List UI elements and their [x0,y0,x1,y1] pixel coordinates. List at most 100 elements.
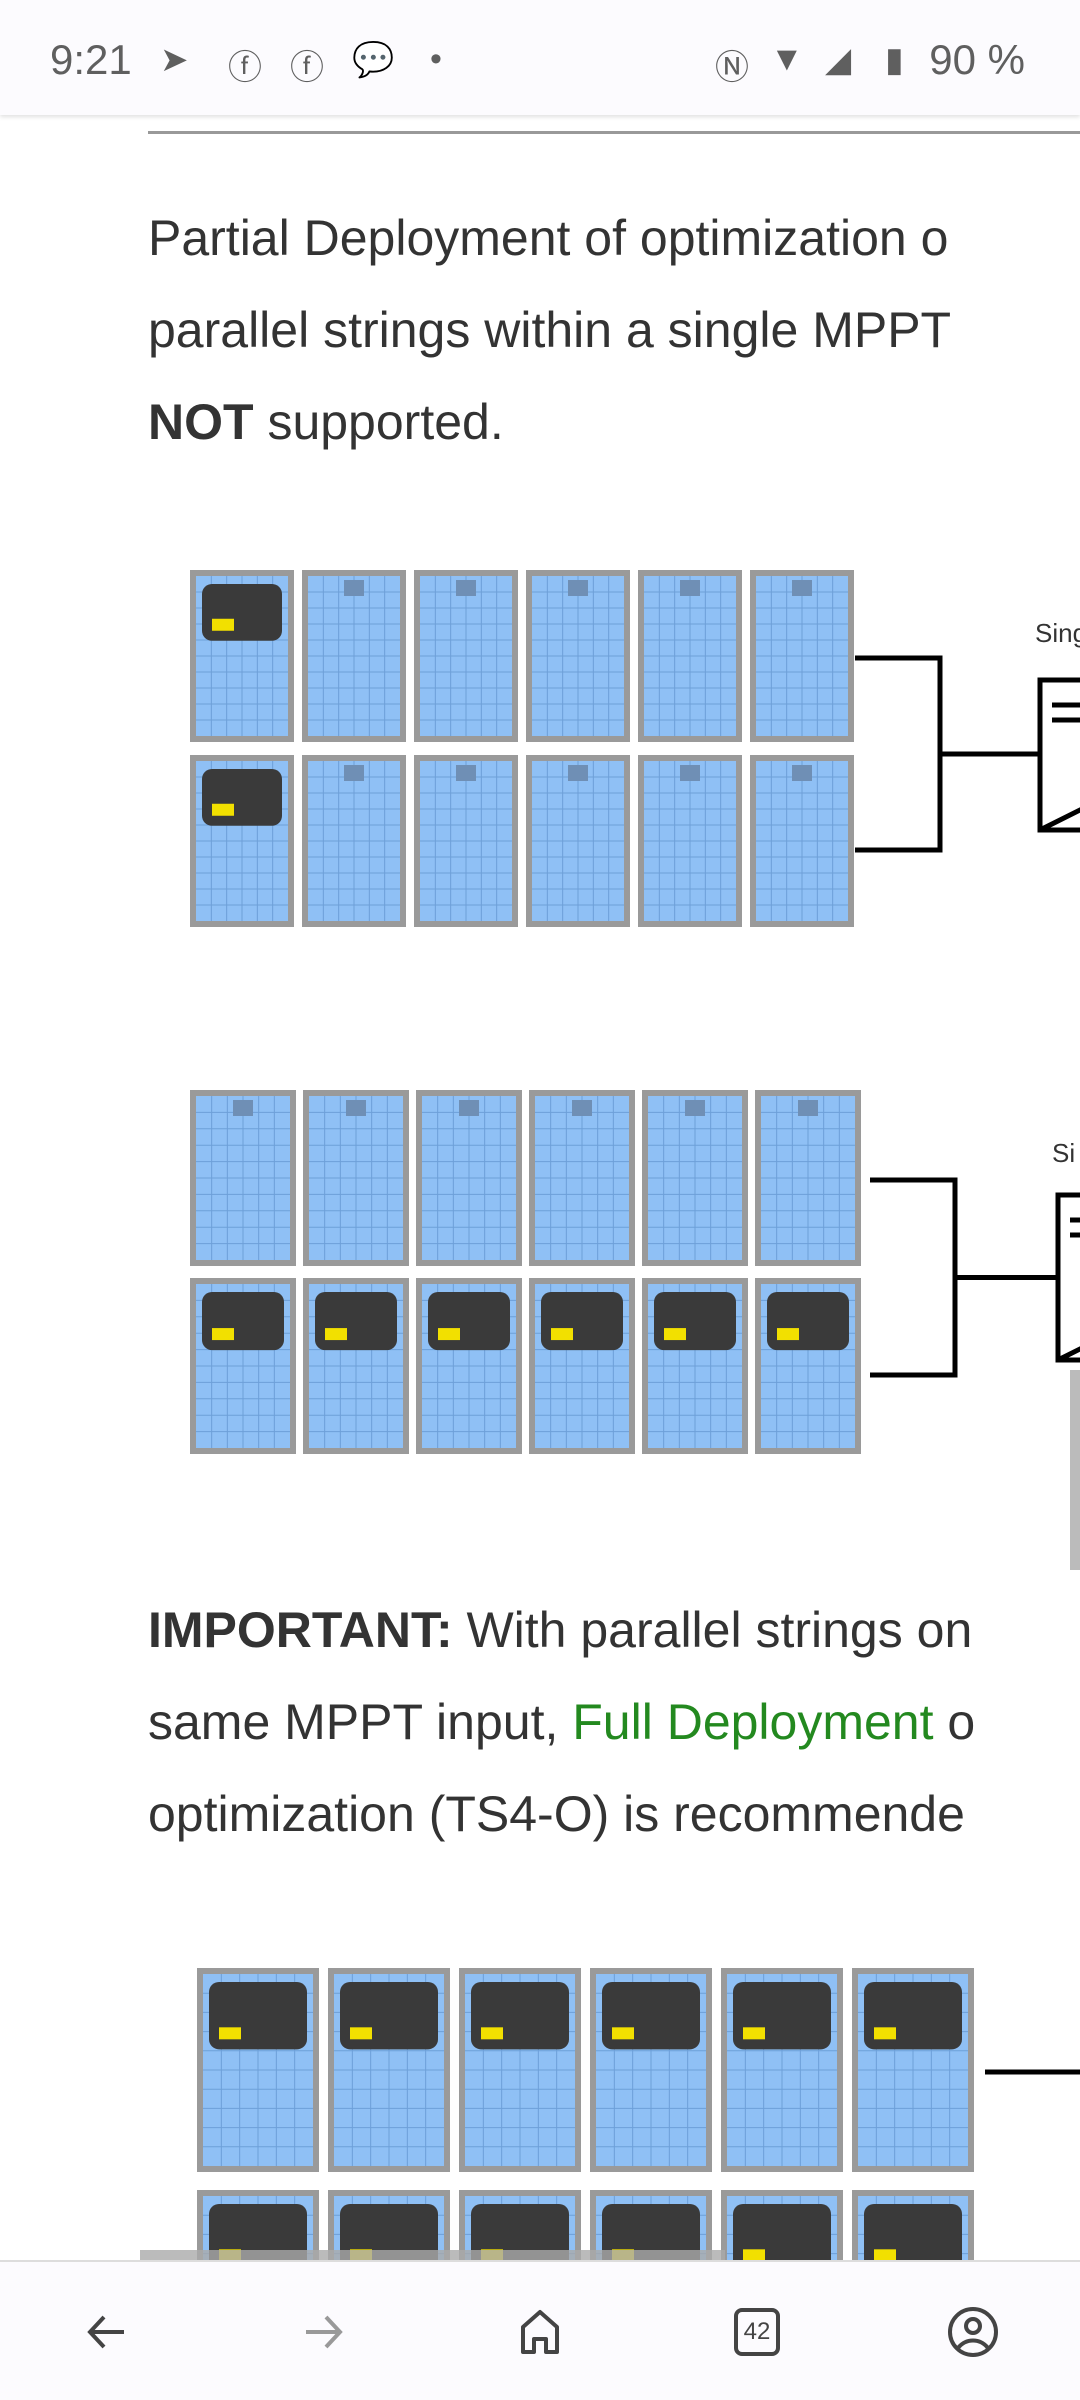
junction-box [568,765,588,781]
dot-icon: • [430,40,442,78]
optimizer-led [612,2027,634,2040]
text-line: parallel strings within a single MPPT [148,302,952,358]
optimizer-led [212,803,234,816]
optimizer-led [438,1328,460,1341]
junction-box [568,580,588,596]
solar-panel [414,755,518,927]
junction-box [344,580,364,596]
text-span: same MPPT input, [148,1694,573,1750]
junction-box [798,1100,818,1116]
facebook-icon: ⓕ [228,49,262,87]
divider [148,131,1080,134]
junction-box [572,1100,592,1116]
optimizer-led [212,1328,234,1341]
junction-box [346,1100,366,1116]
solar-panel [526,570,630,742]
solar-panel [638,570,742,742]
home-icon [521,2310,559,2354]
optimizer-led [874,2027,896,2040]
back-button[interactable] [67,2292,147,2372]
text-line: IMPORTANT: With parallel strings on [148,1584,975,1676]
solar-panel [642,1278,748,1454]
solar-panel [190,755,294,927]
junction-box [680,580,700,596]
facebook-icon: ⓕ [290,49,324,87]
full-deployment-link[interactable]: Full Deployment [572,1694,934,1750]
junction-box [233,1100,253,1116]
junction-box [792,765,812,781]
solar-panel [416,1278,522,1454]
optimizer-led [350,2027,372,2040]
account-button[interactable] [933,2292,1013,2372]
text-span: supported. [253,394,504,450]
nfc-icon: Ⓝ [715,49,749,87]
solar-panel [721,1968,843,2172]
signal-icon: ◢ [825,41,852,79]
arrow-left-icon [87,2315,124,2349]
solar-panel [459,1968,581,2172]
junction-box [459,1100,479,1116]
messenger-icon: 💬 [352,41,395,79]
telegram-icon: ➤ [160,41,189,79]
optimizer-led [743,2027,765,2040]
junction-box [344,765,364,781]
solar-panel [416,1090,522,1266]
solar-panel [190,1278,296,1454]
optimizer-led [777,1328,799,1341]
text-span: o [933,1694,976,1750]
wifi-icon: ▼ [770,40,804,78]
solar-panel [414,570,518,742]
diagram-svg [190,570,1080,927]
solar-panel [303,1090,409,1266]
solar-panel [852,1968,974,2172]
optimizer-led [325,1328,347,1341]
optimizer-led [664,1328,686,1341]
solar-panel [590,1968,712,2172]
optimizer-led [212,618,234,631]
text-span: With parallel strings on [452,1602,973,1658]
solar-panel [755,1090,861,1266]
bold-not: NOT [148,394,254,450]
solar-panel [529,1278,635,1454]
solar-panel [750,755,854,927]
junction-box [456,765,476,781]
text-line: Partial Deployment of optimization o [148,210,949,266]
battery-icon: ▮ [885,41,904,79]
paragraph-partial-deployment: Partial Deployment of optimization o par… [148,192,951,468]
home-button[interactable] [500,2292,580,2372]
solar-panel [328,1968,450,2172]
junction-box [680,765,700,781]
inverter-icon [1037,677,1080,833]
bottom-navigation: 42 [0,2260,1080,2400]
solar-panel [750,570,854,742]
status-bar: 9:21 ➤ ⓕ ⓕ 💬 • Ⓝ ▼ ◢ ▮ 90 % [0,0,1080,115]
solar-panel [190,1090,296,1266]
text-line: NOT supported. [148,376,951,468]
vertical-scrollbar[interactable] [1070,1370,1080,1570]
junction-box [792,580,812,596]
account-icon [948,2307,998,2357]
optimizer-led [481,2027,503,2040]
solar-panel [302,755,406,927]
horizontal-scrollbar[interactable] [140,2250,725,2260]
solar-panel [197,1968,319,2172]
bold-important: IMPORTANT: [148,1602,453,1658]
tab-count: 42 [734,2308,780,2356]
solar-panel [190,570,294,742]
forward-button[interactable] [283,2292,363,2372]
optimizer-led [874,2249,896,2262]
optimizer-led [219,2027,241,2040]
arrow-right-icon [306,2315,343,2349]
battery-percent: 90 % [929,36,1025,83]
solar-panel [755,1278,861,1454]
inverter-icon [1055,1192,1080,1363]
inverter-label: Si [1052,1138,1076,1168]
solar-panel [638,755,742,927]
tabs-button[interactable]: 42 [717,2292,797,2372]
inverter-label: Sing [1035,618,1080,648]
solar-panel [303,1278,409,1454]
wire [870,1177,1058,1378]
solar-panel [642,1090,748,1266]
optimizer-led [551,1328,573,1341]
